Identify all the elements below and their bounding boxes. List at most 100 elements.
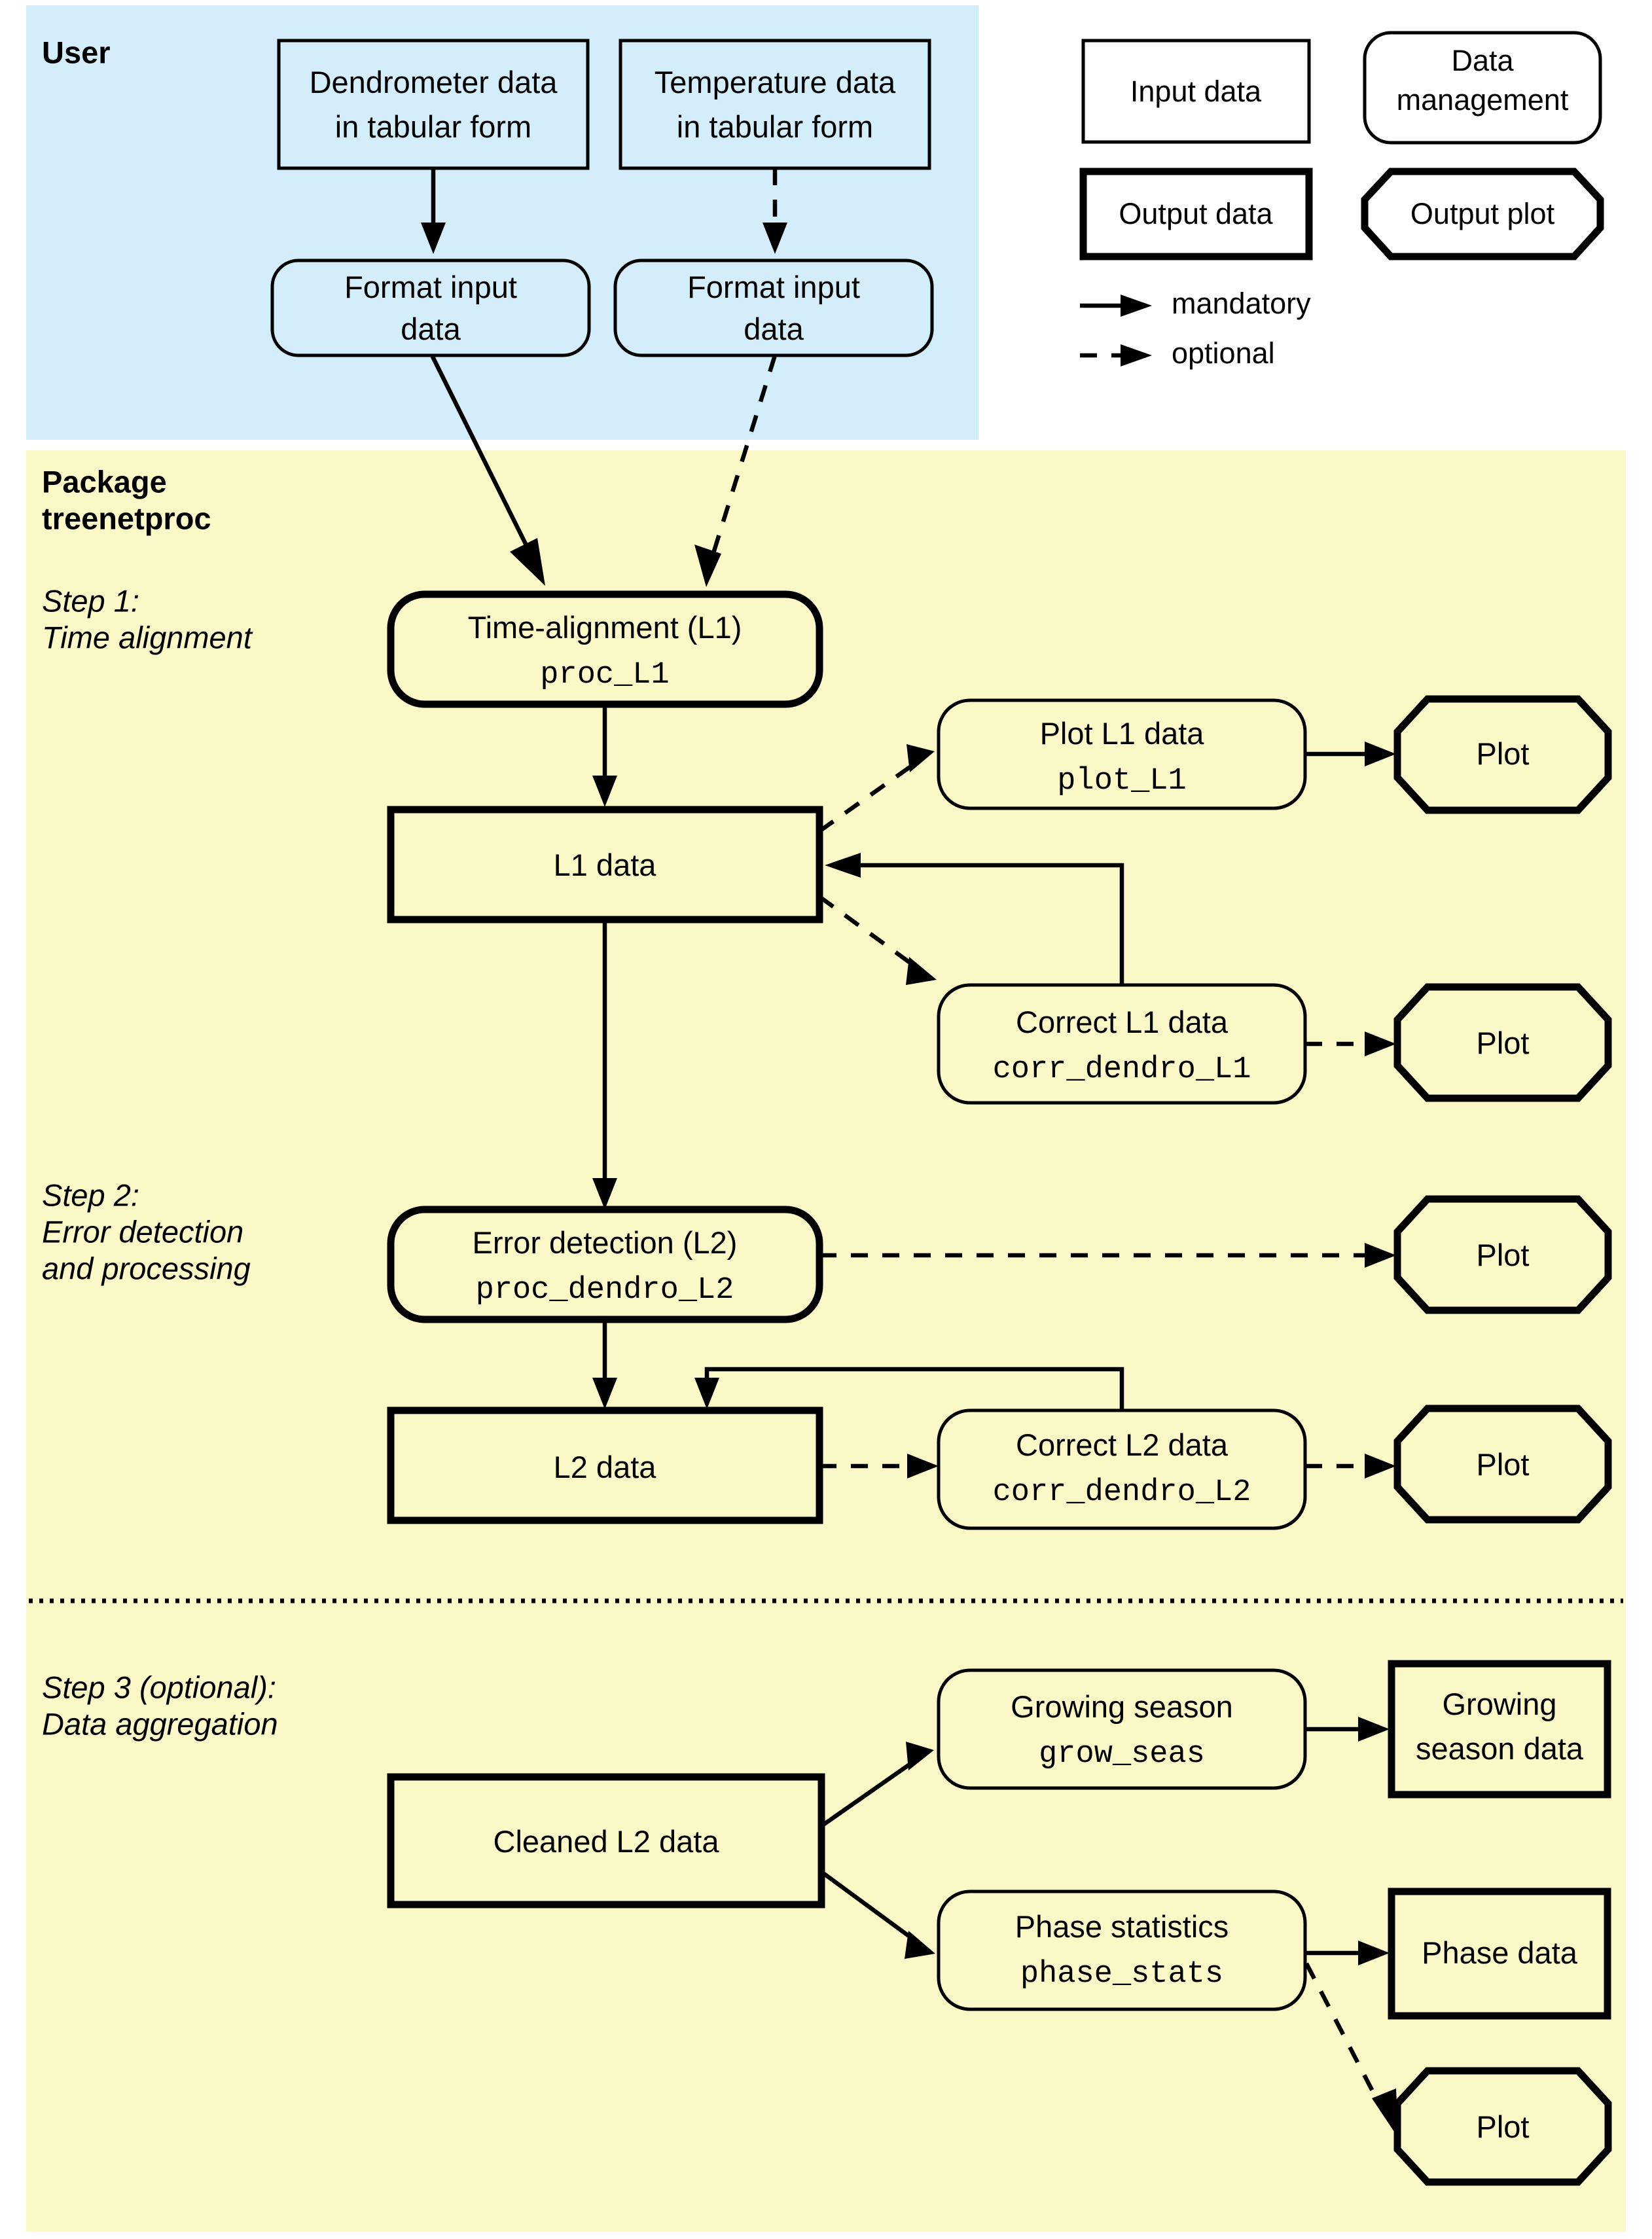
edge-l1data-to-errordetect-arrowhead <box>592 1178 617 1209</box>
node-growing-season-title: Growing season <box>1011 1689 1233 1724</box>
node-format-input-dendrometer[interactable] <box>270 259 591 357</box>
edge-temperature-to-format-arrowhead <box>763 223 787 254</box>
package-band-label-line1: Package <box>42 464 167 499</box>
edge-l1data-to-plotl1-arrowhead <box>907 744 935 772</box>
node-plot-output-correct-l2-label: Plot <box>1477 1447 1530 1482</box>
legend: Input data Data management Output data O… <box>1079 31 1604 370</box>
node-time-alignment-fn: proc_L1 <box>540 658 669 692</box>
edge-l1data-to-correctl1 <box>818 895 918 969</box>
edge-l1data-to-correctl1-arrowhead <box>906 957 937 985</box>
edge-phasestats-to-plot-output <box>1304 1962 1383 2109</box>
node-cleaned-l2-data[interactable] <box>387 1773 825 1908</box>
edge-l1data-to-plotl1 <box>818 761 918 833</box>
node-growing-season-fn: grow_seas <box>1039 1737 1205 1772</box>
node-dendrometer-input-line2: in tabular form <box>335 109 531 144</box>
node-correct-l1-title: Correct L1 data <box>1016 1005 1229 1039</box>
package-band-label-line2: treenetproc <box>42 501 211 535</box>
edge-timealign-to-l1data-arrowhead <box>592 776 617 807</box>
legend-mandatory-arrowhead <box>1121 295 1152 317</box>
node-plot-output-phase-label: Plot <box>1477 2109 1530 2144</box>
node-phase-statistics-title: Phase statistics <box>1015 1909 1229 1944</box>
node-plot-output-error-detection-label: Plot <box>1477 1238 1530 1272</box>
edge-correctl1-to-plot-output-arrowhead <box>1365 1031 1396 1056</box>
node-correct-l2-fn: corr_dendro_L2 <box>993 1475 1251 1510</box>
node-format-input-dendrometer-line2: data <box>401 312 461 346</box>
legend-output-plot-label: Output plot <box>1410 197 1555 230</box>
edge-correctl1-feedback-arrowhead <box>825 853 861 878</box>
step-1-label-line1: Step 1: <box>42 583 139 618</box>
node-dendrometer-input-line1: Dendrometer data <box>310 65 558 99</box>
legend-data-management-box <box>1363 31 1602 145</box>
edge-phasestats-to-plot-output-arrowhead <box>1372 2088 1398 2138</box>
step-2-label-line2: Error detection <box>42 1214 243 1249</box>
edge-correctl2-to-plot-output-arrowhead <box>1365 1454 1396 1478</box>
legend-output-data-label: Output data <box>1119 197 1273 230</box>
node-plot-output-correct-l2[interactable] <box>1393 1405 1612 1524</box>
node-plot-output-correct-l1[interactable] <box>1393 983 1612 1102</box>
edge-l2data-to-correctl2-arrowhead <box>907 1454 939 1478</box>
edge-growingseason-to-data-arrowhead <box>1358 1717 1390 1742</box>
step-2-label-line3: and processing <box>42 1251 251 1285</box>
node-growing-season-data[interactable] <box>1388 1660 1611 1799</box>
edge-correctl2-feedback-to-l2data <box>704 1367 1124 1410</box>
node-cleaned-l2-data-label: Cleaned L2 data <box>494 1824 720 1859</box>
node-error-detection-fn: proc_dendro_L2 <box>476 1273 734 1308</box>
edge-format-dendro-to-timealign-arrowhead <box>510 538 545 586</box>
node-time-alignment-title: Time-alignment (L1) <box>468 610 742 645</box>
node-plot-output-phase[interactable] <box>1393 2067 1612 2186</box>
edge-correctl2-feedback-arrowhead <box>694 1378 719 1409</box>
node-l1-data-label: L1 data <box>554 848 657 882</box>
edge-format-temp-to-timealign <box>711 355 778 554</box>
node-plot-output-correct-l1-label: Plot <box>1477 1026 1530 1060</box>
node-format-input-temperature-line1: Format input <box>687 270 860 304</box>
edge-cleanedl2-to-growingseason-arrowhead <box>906 1742 934 1770</box>
node-growing-season-data-line1: Growing <box>1442 1687 1556 1721</box>
step-1-label-line2: Time alignment <box>42 620 253 654</box>
node-correct-l2-title: Correct L2 data <box>1016 1427 1229 1462</box>
edge-format-dendro-to-timealign <box>430 354 532 554</box>
edge-cleanedl2-to-growingseason <box>820 1759 916 1828</box>
edge-format-temp-to-timealign-arrowhead <box>694 545 721 587</box>
legend-optional-label: optional <box>1172 336 1275 370</box>
node-growing-season-data-line2: season data <box>1416 1731 1584 1766</box>
edge-errordetect-to-plot-output-arrowhead <box>1365 1243 1396 1268</box>
user-band-label: User <box>42 35 111 69</box>
edge-plotl1-to-plot-output-arrowhead <box>1365 742 1396 766</box>
edge-cleanedl2-to-phasestats <box>820 1870 916 1943</box>
node-phase-statistics[interactable] <box>937 1890 1307 2011</box>
legend-input-data-box <box>1081 39 1311 144</box>
edge-dendrometer-to-format-arrowhead <box>421 223 446 254</box>
node-phase-data-label: Phase data <box>1422 1935 1578 1970</box>
edge-cleanedl2-to-phasestats-arrowhead <box>905 1931 935 1959</box>
node-phase-statistics-fn: phase_stats <box>1020 1957 1223 1992</box>
step-3-label-line2: Data aggregation <box>42 1706 278 1741</box>
legend-input-data-label: Input data <box>1130 75 1262 108</box>
legend-output-plot-shape <box>1361 168 1604 260</box>
user-band-background <box>26 5 979 440</box>
node-correct-l1-fn: corr_dendro_L1 <box>993 1052 1251 1087</box>
edge-errordetect-to-l2data-arrowhead <box>592 1378 617 1409</box>
node-plot-l1-fn: plot_L1 <box>1057 764 1186 798</box>
edge-phasestats-to-phasedata-arrowhead <box>1358 1941 1390 1965</box>
package-band-background <box>26 450 1626 2232</box>
legend-output-data-box <box>1079 168 1313 260</box>
node-plot-output-error-detection[interactable] <box>1393 1195 1612 1314</box>
node-l2-data-label: L2 data <box>554 1450 657 1484</box>
legend-mandatory-label: mandatory <box>1172 287 1311 320</box>
node-format-input-temperature-line2: data <box>744 312 804 346</box>
node-error-detection-title: Error detection (L2) <box>473 1225 738 1260</box>
legend-data-management-label-line2: management <box>1397 83 1569 116</box>
node-plot-l1-title: Plot L1 data <box>1040 716 1205 751</box>
legend-data-management-label-line1: Data <box>1451 44 1514 77</box>
node-plot-output-l1[interactable] <box>1393 695 1612 814</box>
node-plot-output-l1-label: Plot <box>1477 736 1530 771</box>
step-3-label-line1: Step 3 (optional): <box>42 1670 276 1704</box>
node-temperature-input-line2: in tabular form <box>677 109 873 144</box>
edge-correctl1-feedback-to-l1data <box>857 863 1124 985</box>
node-correct-l2[interactable] <box>937 1408 1307 1530</box>
step-2-label-line1: Step 2: <box>42 1177 139 1212</box>
node-temperature-input-line1: Temperature data <box>655 65 896 99</box>
node-phase-data[interactable] <box>1388 1888 1611 2020</box>
